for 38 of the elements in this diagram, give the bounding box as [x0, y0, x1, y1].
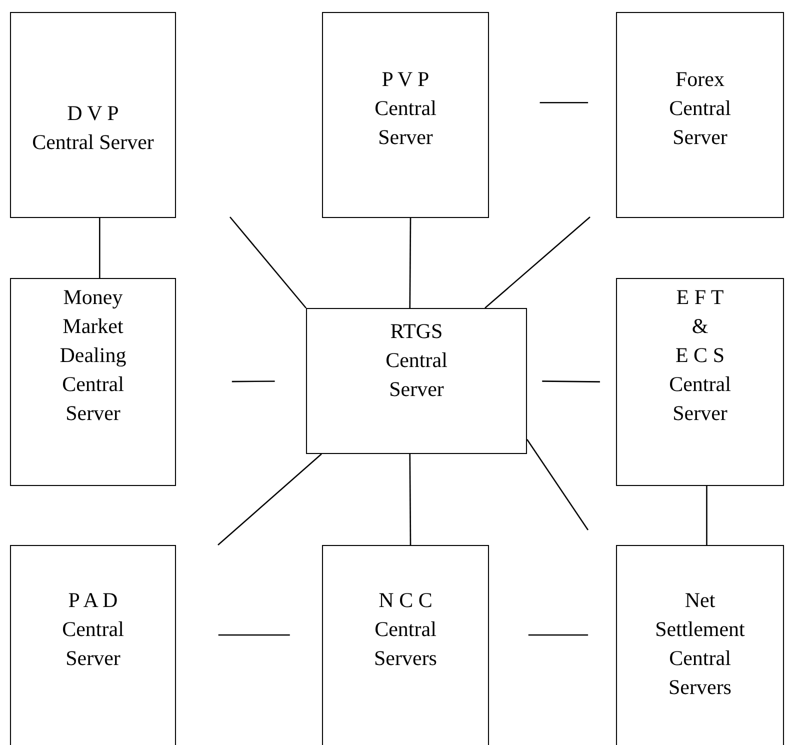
server-label: P A D: [68, 587, 118, 614]
server-label: Money Market Dealing Central Server: [58, 284, 128, 427]
connector-line: [218, 634, 290, 636]
server-label: RTGS Central Server: [384, 318, 448, 403]
server-box: [322, 12, 489, 218]
server-label: P V P: [382, 66, 430, 93]
server-label: &: [692, 313, 708, 340]
server-box: [616, 545, 784, 745]
server-label: Central Servers: [373, 616, 438, 672]
server-box: [10, 12, 176, 218]
server-label: Central Server: [32, 129, 154, 156]
server-label: Net Settlement Central Servers: [654, 587, 746, 701]
connector-line: [230, 216, 306, 308]
connector-line: [409, 454, 412, 545]
connector-line: [99, 218, 100, 278]
server-box: [616, 278, 784, 486]
server-label: D V P: [67, 100, 119, 127]
connector-line: [528, 634, 588, 636]
server-label: E F T: [676, 284, 724, 311]
connector-line: [232, 380, 275, 382]
server-box: [306, 308, 527, 454]
server-label: Forex Central Server: [668, 66, 732, 151]
connector-line: [409, 218, 412, 308]
connector-line: [542, 380, 600, 382]
server-box: [10, 278, 176, 486]
server-label: Central Server: [61, 616, 125, 672]
connector-line: [218, 454, 322, 546]
server-label: Central Server: [374, 95, 438, 151]
server-label: Central Server: [668, 371, 732, 427]
server-label: N C C: [378, 587, 432, 614]
server-label: E C S: [675, 342, 724, 369]
connector-line: [526, 439, 589, 530]
connector-line: [484, 216, 590, 308]
connector-line: [540, 102, 588, 104]
server-box: [10, 545, 176, 745]
server-box: [616, 12, 784, 218]
connector-line: [706, 486, 708, 545]
server-box: [322, 545, 489, 745]
